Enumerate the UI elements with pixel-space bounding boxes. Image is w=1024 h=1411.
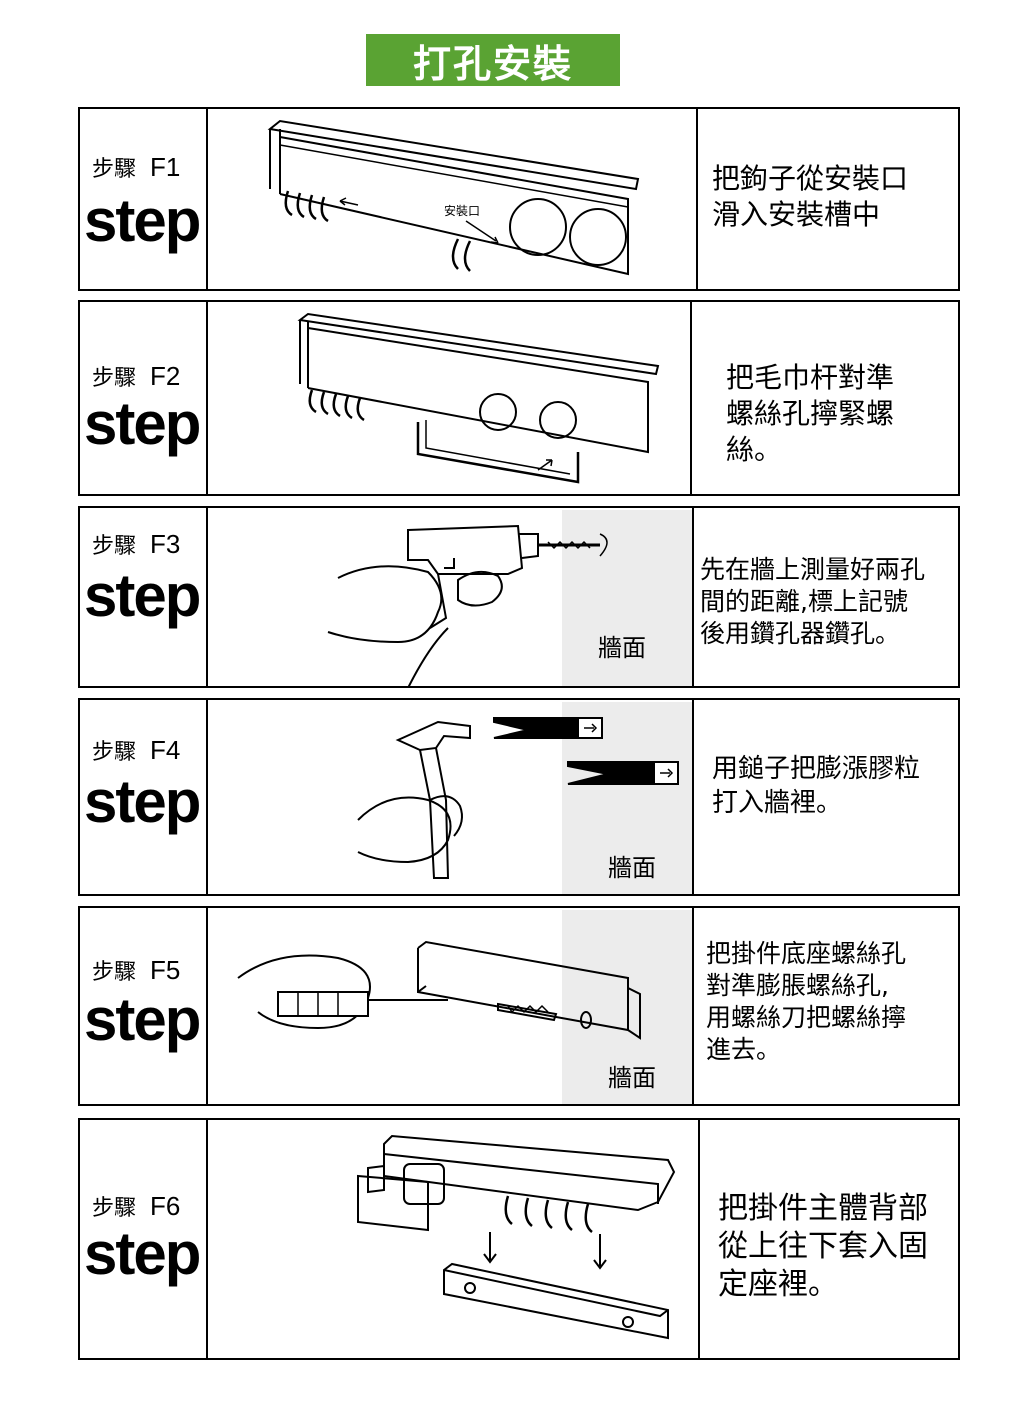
step-prefix: 步驟 [92,366,137,391]
step-code: F4 [150,735,181,765]
step-code: F5 [150,955,181,985]
step-description-line: 螺絲孔擰緊螺 [726,397,895,430]
step-word: step [84,187,201,254]
step-description-line: 對準膨脹螺絲孔, [706,971,889,1000]
step-description-line: 進去。 [706,1035,782,1064]
step-description-line: 把鉤子從安裝口 [712,162,909,195]
step-row-f4: 步驟 F4 step 牆面 用鎚子把膨漲膠粒 打入牆裡。 [78,698,960,896]
step-illustration-f5: 牆面 [208,908,694,1104]
step-prefix: 步驟 [92,1196,137,1221]
step-word: step [84,986,201,1053]
step-description-f5: 把掛件底座螺絲孔 對準膨脹螺絲孔, 用螺絲刀把螺絲擰 進去。 [694,908,958,1104]
step-description-line: 打入牆裡。 [712,788,843,818]
hook-slot-label: 安裝口 [444,203,480,218]
step-description-line: 用鎚子把膨漲膠粒 [712,754,921,784]
step-word: step [84,390,201,457]
wall-label: 牆面 [608,1064,656,1092]
step-description-f1: 把鉤子從安裝口 滑入安裝槽中 [698,109,958,289]
step-illustration-f6 [208,1120,700,1358]
step-prefix: 步驟 [92,534,137,559]
step-description-line: 先在牆上測量好兩孔 [700,555,926,584]
step-illustration-f2 [208,302,692,494]
step-row-f1: 步驟 F1 step 安裝口 把鉤子從安裝口 滑入安裝槽中 [78,107,960,291]
step-label-cell: 步驟 F4 step [80,700,208,894]
step-word: step [84,562,201,629]
step-description-f3: 先在牆上測量好兩孔 間的距離,標上記號 後用鑽孔器鑽孔。 [694,508,958,686]
step-description-f6: 把掛件主體背部 從上往下套入固 定座裡。 [700,1120,958,1358]
step-label-cell: 步驟 F1 step [80,109,208,289]
step-row-f6: 步驟 F6 step 把掛件主體背部 從上往下套入固 定座裡。 [78,1118,960,1360]
step-description-line: 用螺絲刀把螺絲擰 [706,1003,907,1032]
step-description-line: 後用鑽孔器鑽孔。 [700,619,901,648]
step-illustration-f4: 牆面 [208,700,694,894]
step-illustration-f1: 安裝口 [208,109,698,289]
step-description-f2: 把毛巾杆對準 螺絲孔擰緊螺 絲。 [692,302,958,494]
step-description-line: 把掛件底座螺絲孔 [706,939,907,968]
step-description-line: 從上往下套入固 [718,1229,928,1264]
page-title: 打孔安裝 [366,34,620,86]
step-row-f3: 步驟 F3 step 牆面 先在牆上測量好兩孔 間的距離,標上記號 後用鑽孔器鑽孔… [78,506,960,688]
step-description-line: 滑入安裝槽中 [712,198,881,231]
step-word: step [84,768,201,835]
step-code: F3 [150,529,181,559]
wall-area [562,510,692,686]
step-code: F6 [150,1191,181,1221]
step-description-line: 絲。 [726,433,783,466]
step-label-cell: 步驟 F5 step [80,908,208,1104]
step-description-line: 間的距離,標上記號 [700,587,908,616]
step-label-cell: 步驟 F2 step [80,302,208,494]
step-description-line: 把毛巾杆對準 [726,361,895,394]
step-prefix: 步驟 [92,740,137,765]
step-prefix: 步驟 [92,960,137,985]
step-row-f5: 步驟 F5 step 牆面 把掛件底座螺絲孔 對準膨脹螺絲孔, 用螺絲刀把螺絲擰 … [78,906,960,1106]
step-word: step [84,1220,201,1287]
step-label-cell: 步驟 F3 step [80,508,208,686]
step-description-f4: 用鎚子把膨漲膠粒 打入牆裡。 [694,700,958,894]
step-code: F1 [150,152,181,182]
wall-label: 牆面 [608,854,656,882]
wall-label: 牆面 [598,634,646,662]
step-label-cell: 步驟 F6 step [80,1120,208,1358]
step-description-line: 把掛件主體背部 [718,1191,928,1226]
step-prefix: 步驟 [92,157,137,182]
step-illustration-f3: 牆面 [208,508,694,686]
step-description-line: 定座裡。 [718,1267,838,1302]
step-code: F2 [150,361,181,391]
step-row-f2: 步驟 F2 step 把毛巾杆對準 螺絲孔擰緊螺 絲。 [78,300,960,496]
